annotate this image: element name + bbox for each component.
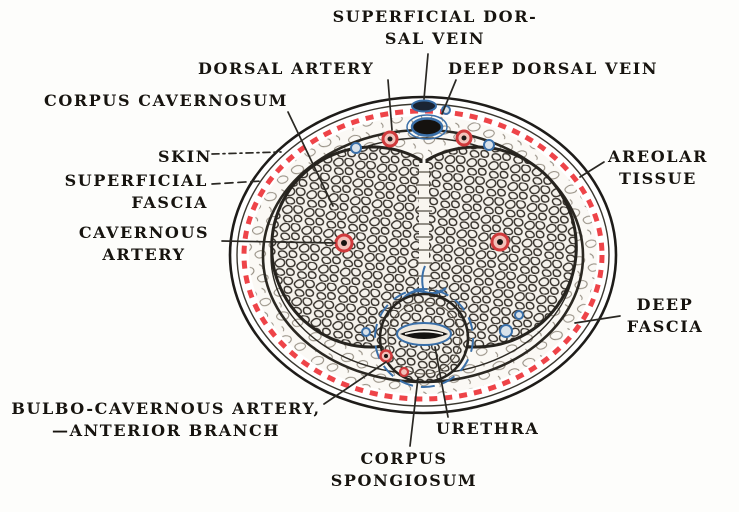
leader-urethra — [434, 346, 449, 418]
label-line: DORSAL ARTERY — [198, 59, 375, 78]
deep-dorsal-vein — [406, 114, 448, 140]
dorsal-artery-left — [381, 130, 399, 148]
leader-corpus-cavernosum — [287, 111, 334, 207]
label-corpus-cavernosum: CORPUS CAVERNOSUM — [44, 90, 288, 112]
label-superficial-dorsal-vein: SUPERFICIAL DOR- SAL VEIN — [290, 6, 580, 50]
label-line: SKIN — [158, 147, 212, 166]
septum-gap — [419, 163, 429, 331]
leader-deep-dorsal-vein — [441, 79, 457, 115]
label-line: SUPERFICIAL DOR- — [332, 7, 538, 26]
urethra — [396, 322, 452, 346]
label-line: CAVERNOUS — [78, 223, 210, 242]
label-line: DEEP — [636, 295, 694, 314]
label-line: —ANTERIOR BRANCH — [51, 421, 281, 440]
dorsal-lateral-veins — [350, 139, 495, 154]
cavernous-artery-right — [490, 232, 510, 252]
label-line: AREOLAR — [607, 147, 708, 166]
label-line: DEEP DORSAL VEIN — [448, 59, 659, 78]
leader-lines — [211, 53, 621, 447]
label-deep-dorsal-vein: DEEP DORSAL VEIN — [448, 58, 658, 80]
label-urethra: URETHRA — [436, 418, 539, 440]
leader-superficial-dorsal-vein — [423, 53, 429, 100]
label-bulbo-cavernous-artery: BULBO-CAVERNOUS ARTERY, —ANTERIOR BRANCH — [8, 398, 324, 442]
leader-corpus-spongiosum — [409, 377, 419, 447]
label-dorsal-artery: DORSAL ARTERY — [198, 58, 374, 80]
label-line: SAL VEIN — [384, 29, 486, 48]
label-line: URETHRA — [436, 419, 540, 438]
leader-skin — [211, 151, 282, 155]
label-cavernous-artery: CAVERNOUS ARTERY — [70, 222, 218, 266]
label-line: SPONGIOSUM — [330, 471, 478, 490]
superficial-fascia-red-ring — [241, 108, 605, 402]
leader-dorsal-artery — [387, 79, 393, 131]
leader-deep-fascia — [574, 315, 621, 324]
leader-superficial-fascia — [211, 180, 263, 185]
bulbo-cavernous-artery — [379, 349, 410, 378]
label-line: TISSUE — [619, 169, 697, 188]
label-line: FASCIA — [131, 193, 208, 212]
lateral-veins — [361, 310, 524, 338]
label-areolar-tissue: AREOLAR TISSUE — [606, 146, 710, 190]
cavernous-artery-left — [334, 233, 354, 253]
label-line: FASCIA — [626, 317, 704, 336]
leader-areolar-tissue — [579, 161, 605, 178]
label-line: CORPUS — [360, 449, 448, 468]
label-skin: SKIN — [158, 146, 212, 168]
dorsal-artery-right — [455, 129, 473, 147]
label-line: CORPUS CAVERNOSUM — [44, 91, 288, 110]
label-corpus-spongiosum: CORPUS SPONGIOSUM — [310, 448, 498, 492]
label-deep-fascia: DEEP FASCIA — [622, 294, 708, 338]
label-line: SUPERFICIAL — [64, 171, 208, 190]
label-line: ARTERY — [102, 245, 186, 264]
label-line: BULBO-CAVERNOUS ARTERY, — [11, 399, 321, 418]
leader-bulbo-cavernous-artery — [323, 361, 387, 405]
leader-cavernous-artery — [221, 240, 336, 244]
label-superficial-fascia: SUPERFICIAL FASCIA — [56, 170, 208, 214]
